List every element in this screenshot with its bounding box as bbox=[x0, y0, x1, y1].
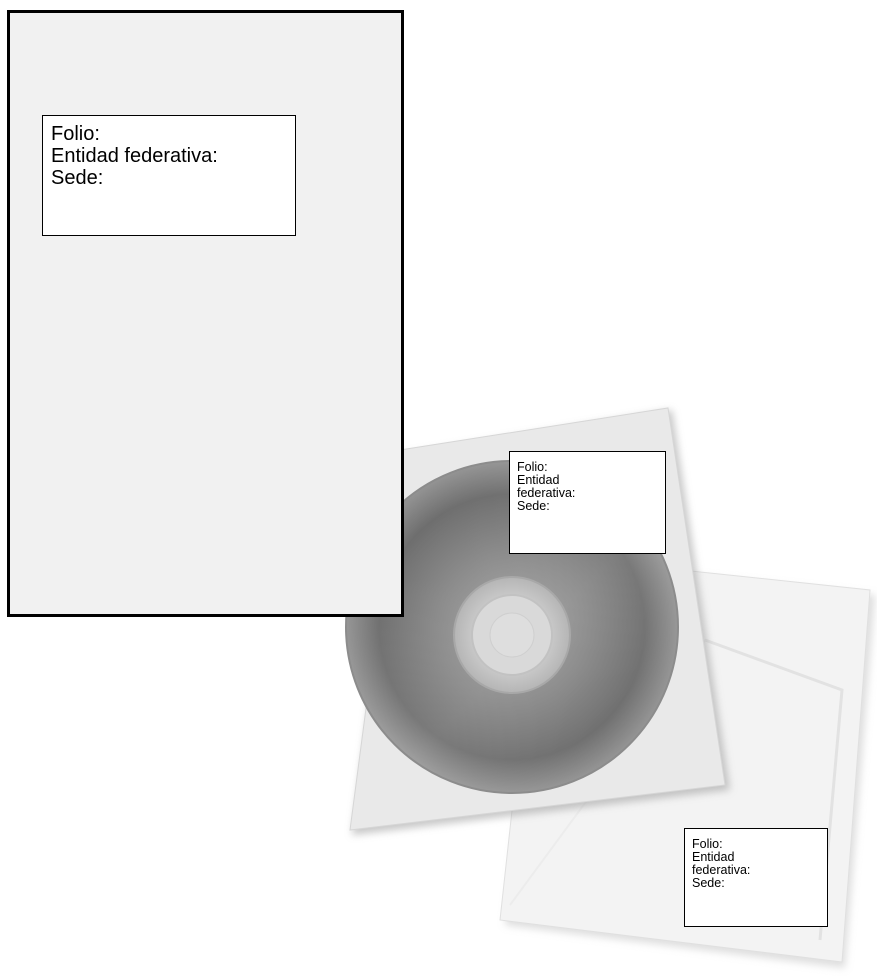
sede-label: Sede: bbox=[517, 500, 665, 513]
sede-label: Sede: bbox=[692, 877, 827, 890]
sede-label: Sede: bbox=[51, 167, 295, 189]
envelope-id-label: Folio: Entidad federativa: Sede: bbox=[684, 828, 828, 927]
document-folder: Folio: Entidad federativa: Sede: bbox=[7, 10, 404, 617]
folder-id-label: Folio: Entidad federativa: Sede: bbox=[42, 115, 296, 236]
cd-sleeve-id-label: Folio: Entidad federativa: Sede: bbox=[509, 451, 666, 554]
folio-label: Folio: bbox=[51, 123, 295, 145]
entidad-federativa-label: Entidad federativa: bbox=[51, 145, 295, 167]
